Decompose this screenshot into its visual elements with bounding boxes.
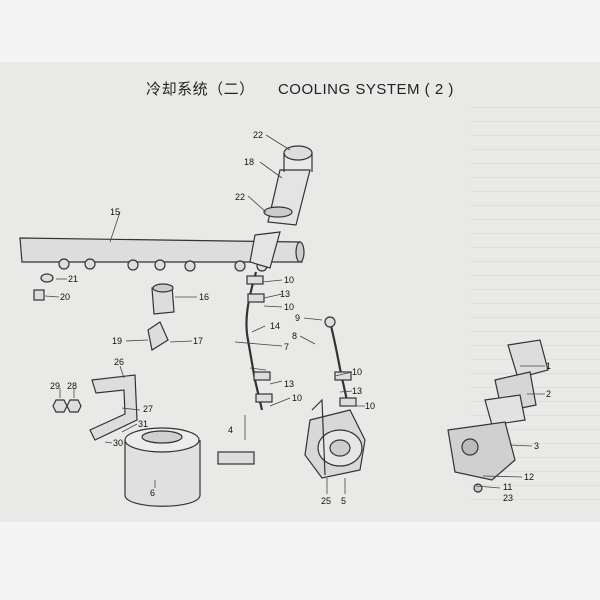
callout-8: 8: [292, 331, 298, 341]
callout-15: 15: [110, 207, 121, 217]
bypass-pipe: [245, 271, 264, 411]
callout-29: 29: [50, 381, 61, 391]
callout-10-c: 10: [352, 367, 363, 377]
callout-10-b: 10: [284, 302, 295, 312]
callout-13-b: 13: [284, 379, 295, 389]
callout-20: 20: [60, 292, 71, 302]
small-bracket: [147, 321, 169, 351]
page-title: 冷却系统（二） COOLING SYSTEM ( 2 ): [0, 78, 600, 99]
return-pipe: [328, 321, 350, 406]
callout-3: 3: [534, 441, 540, 451]
callout-30: 30: [113, 438, 124, 448]
callout-23: 23: [503, 493, 514, 503]
callout-11: 11: [503, 482, 513, 492]
callout-6: 6: [150, 488, 156, 498]
callout-7: 7: [284, 342, 290, 352]
callout-25: 25: [321, 496, 332, 506]
clamp: [151, 283, 175, 315]
right-pump-assembly: [447, 339, 549, 493]
callout-22-top: 22: [253, 130, 264, 140]
top-hose: [249, 145, 313, 269]
callout-17: 17: [193, 336, 204, 346]
callout-31: 31: [138, 419, 149, 429]
callout-14: 14: [270, 321, 281, 331]
callout-21: 21: [68, 274, 79, 284]
callout-26: 26: [114, 357, 125, 367]
callout-13-c: 13: [352, 386, 363, 396]
title-english: COOLING SYSTEM ( 2 ): [277, 81, 454, 98]
title-chinese: 冷却系统（二）: [146, 80, 255, 98]
callout-10-d: 10: [292, 393, 303, 403]
callout-12: 12: [524, 472, 535, 482]
callout-2: 2: [546, 389, 552, 399]
callout-22-mid: 22: [235, 192, 246, 202]
callout-13-a: 13: [280, 289, 291, 299]
callout-10-e: 10: [365, 401, 376, 411]
callout-19: 19: [112, 336, 123, 346]
callout-10-a: 10: [284, 275, 295, 285]
callout-5: 5: [341, 496, 347, 506]
mounting-bracket: [89, 374, 138, 441]
callout-9: 9: [295, 313, 301, 323]
water-manifold: [19, 237, 305, 272]
callout-1: 1: [546, 361, 552, 371]
callout-28: 28: [67, 381, 78, 391]
callout-16: 16: [199, 292, 210, 302]
water-pump: [304, 398, 366, 479]
callout-4: 4: [228, 425, 234, 435]
callout-18: 18: [244, 157, 255, 167]
filter-fitting: [217, 451, 255, 465]
coolant-filter: [124, 427, 201, 507]
callout-27: 27: [143, 404, 154, 414]
